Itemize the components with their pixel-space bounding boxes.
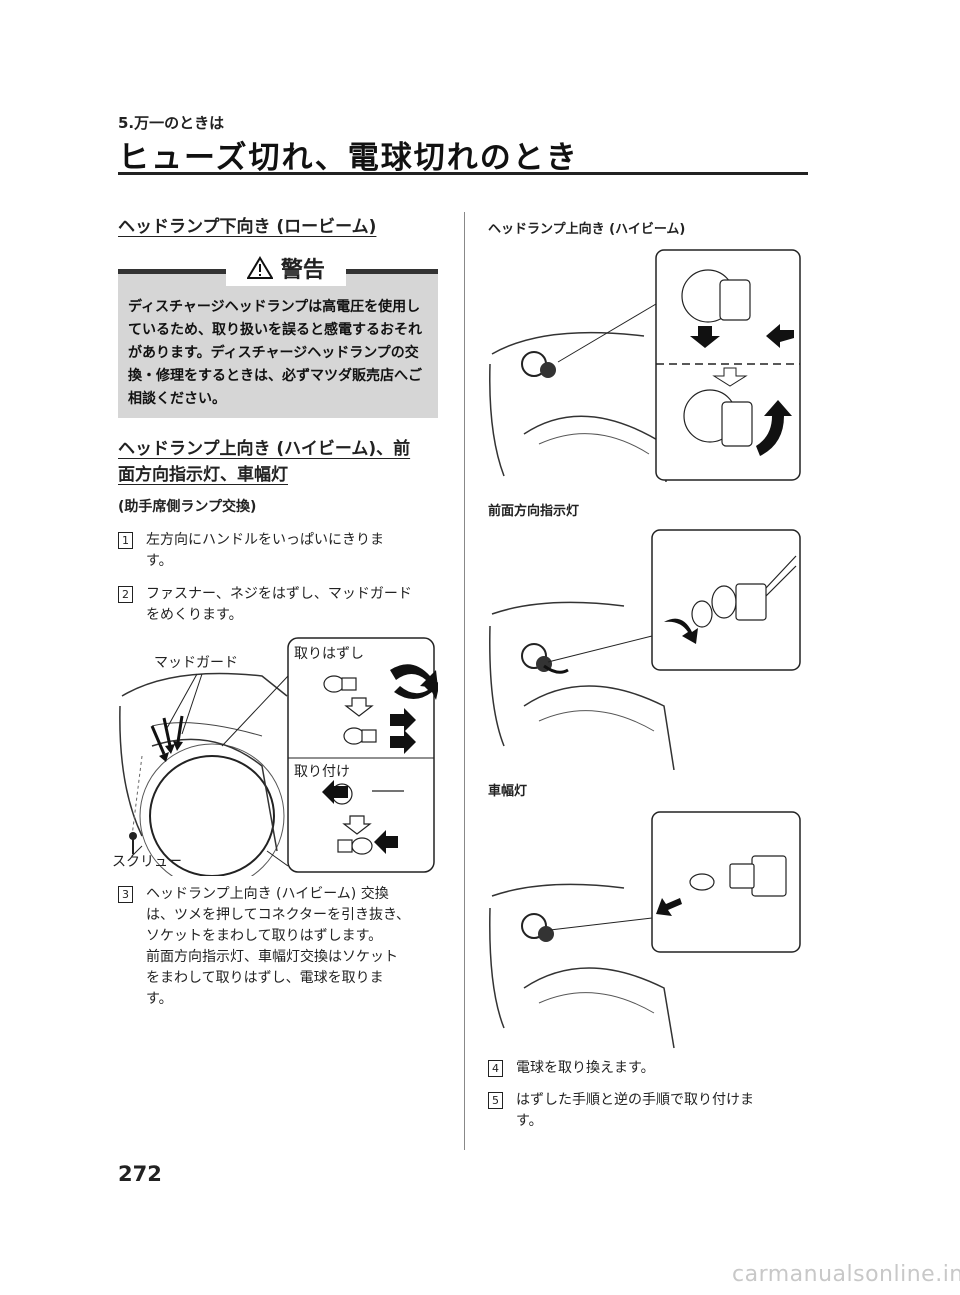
step-text-line2: す。 [516,1113,543,1129]
side-marker-figure [489,811,801,1049]
step-number: 1 [118,532,133,549]
step-text-line: 前面方向指示灯、車幅灯交換はソケット [146,949,398,965]
label-screw: スクリュー [112,854,182,870]
page-title: ヒューズ切れ、電球切れのとき [118,140,579,176]
turn-signal-figure [489,529,801,770]
title-rule [118,172,808,175]
step-text-line: ソケットをまわして取りはずします。 [146,928,383,944]
warning-text: ディスチャージヘッドランプは高電圧を使用しているため、取り扱いを誤ると感電するお… [128,299,422,407]
step-text-line: す。 [146,991,173,1007]
section-title-high-beam-line1: ヘッドランプ上向き (ハイビーム)、前 [118,439,411,459]
step-number: 3 [118,886,133,903]
subheading-passenger-side: (助手席側ランプ交換) [118,499,257,515]
step-text-line1: 左方向にハンドルをいっぱいにきりま [146,532,384,548]
footer-watermark: carmanualsonline.info [732,1262,960,1287]
warning-header: 警告 [118,256,438,286]
label-install: 取り付け [294,764,350,780]
step-text-line1: はずした手順と逆の手順で取り付けま [516,1092,754,1108]
step-text-line2: す。 [146,553,173,569]
label-remove: 取りはずし [294,646,364,662]
step-text-line1: 電球を取り換えます。 [516,1060,655,1076]
label-mudguard: マッドガード [154,655,238,671]
step-text-line: をまわして取りはずし、電球を取りま [146,970,384,986]
column-divider [464,212,465,1150]
section-title-low-beam: ヘッドランプ下向き (ロービーム) [118,217,377,237]
caption-front-turn-signal: 前面方向指示灯 [488,504,580,519]
high-beam-figure [489,249,801,483]
step-number: 2 [118,586,133,603]
step-number: 4 [488,1060,503,1077]
step-text-line1: ファスナー、ネジをはずし、マッドガード [146,586,412,602]
chapter-label: 5.万一のときは [118,114,225,132]
step-text-line2: をめくります。 [146,607,243,623]
warning-box [118,270,438,418]
step-text-line: は、ツメを押してコネクターを引き抜き、 [146,907,411,923]
step-number: 5 [488,1092,503,1109]
caption-side-marker: 車幅灯 [488,784,528,799]
mudguard-figure: マッドガード 取りはずし 取り付け スクリュー [112,637,438,876]
caption-high-beam: ヘッドランプ上向き (ハイビーム) [488,222,686,237]
warning-label: 警告 [280,258,325,283]
warning-triangle-icon [246,256,274,279]
page-number: 272 [118,1162,162,1186]
step-text-line: ヘッドランプ上向き (ハイビーム) 交換 [146,886,389,902]
section-title-high-beam-line2: 面方向指示灯、車幅灯 [118,465,288,485]
